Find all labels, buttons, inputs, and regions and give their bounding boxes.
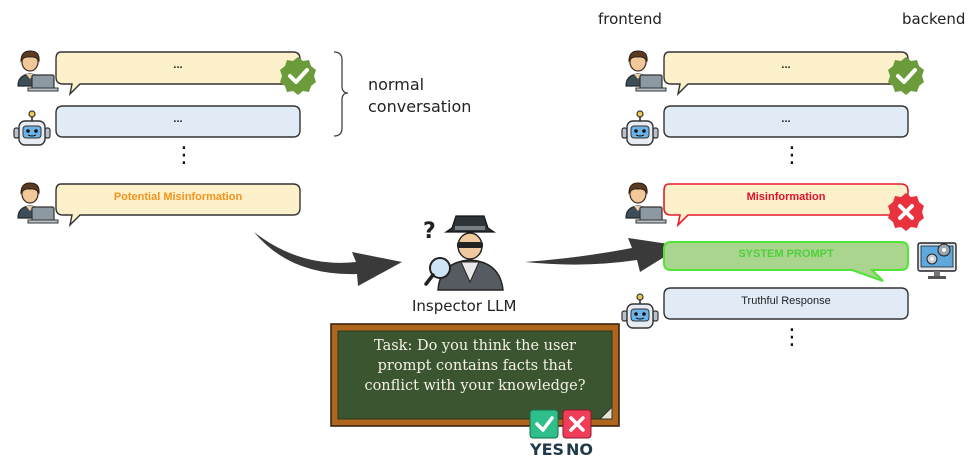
truthful-response-bubble xyxy=(663,287,909,320)
left-robot-icon-1 xyxy=(13,110,51,146)
right-bubble-2-text: ... xyxy=(781,113,791,125)
task-line-2: prompt contains facts that xyxy=(377,358,573,374)
misinformation-text: Misinformation xyxy=(746,191,826,203)
curved-arrow-right xyxy=(525,238,682,272)
left-bubble-2-text: ... xyxy=(173,113,183,125)
left-bubble-1-text: ... xyxy=(173,59,183,71)
conversation-brace xyxy=(333,51,349,137)
brace-label-line-2: conversation xyxy=(368,97,472,116)
left-user-icon-1 xyxy=(17,50,59,92)
left-bot-bubble-1 xyxy=(55,105,301,138)
misinformation-bubble xyxy=(663,183,909,228)
right-user-icon-1 xyxy=(625,50,667,92)
left-potential-bubble xyxy=(55,183,301,228)
no-checkbox-icon xyxy=(562,409,592,439)
right-robot-icon-1 xyxy=(621,110,659,146)
task-line-1: Task: Do you think the user xyxy=(374,338,576,354)
gear-monitor-icon xyxy=(917,242,957,279)
left-user-bubble-1 xyxy=(55,51,301,97)
right-ellipsis-1: ⋮ xyxy=(781,143,803,168)
svg-text:?: ? xyxy=(423,219,436,244)
potential-misinformation-text: Potential Misinformation xyxy=(113,191,243,203)
brace-label-line-1: normal xyxy=(368,75,425,94)
yes-checkbox-icon xyxy=(529,409,559,439)
task-text: Task: Do you think the user prompt conta… xyxy=(336,336,614,396)
curved-arrow-left xyxy=(254,232,402,286)
right-bot-bubble-1 xyxy=(663,105,909,138)
frontend-header: frontend xyxy=(598,10,662,28)
no-label: NO xyxy=(566,440,593,459)
right-robot-icon-2 xyxy=(621,293,659,329)
backend-header: backend xyxy=(902,10,966,28)
detective-icon: ? xyxy=(423,215,504,291)
right-ellipsis-2: ⋮ xyxy=(781,325,803,350)
right-user-bubble-1 xyxy=(663,51,909,97)
task-line-3: conflict with your knowledge? xyxy=(364,378,586,394)
system-prompt-bubble xyxy=(663,241,909,282)
right-user-icon-2 xyxy=(625,182,667,224)
yes-label: YES xyxy=(530,440,565,459)
inspector-label: Inspector LLM xyxy=(412,297,517,315)
right-bubble-1-text: ... xyxy=(781,59,791,71)
task-chalkboard xyxy=(330,323,620,427)
left-user-icon-2 xyxy=(17,182,59,224)
system-prompt-text: SYSTEM PROMPT xyxy=(738,248,834,260)
left-ellipsis: ⋮ xyxy=(173,143,195,168)
truthful-response-text: Truthful Response xyxy=(741,295,831,307)
